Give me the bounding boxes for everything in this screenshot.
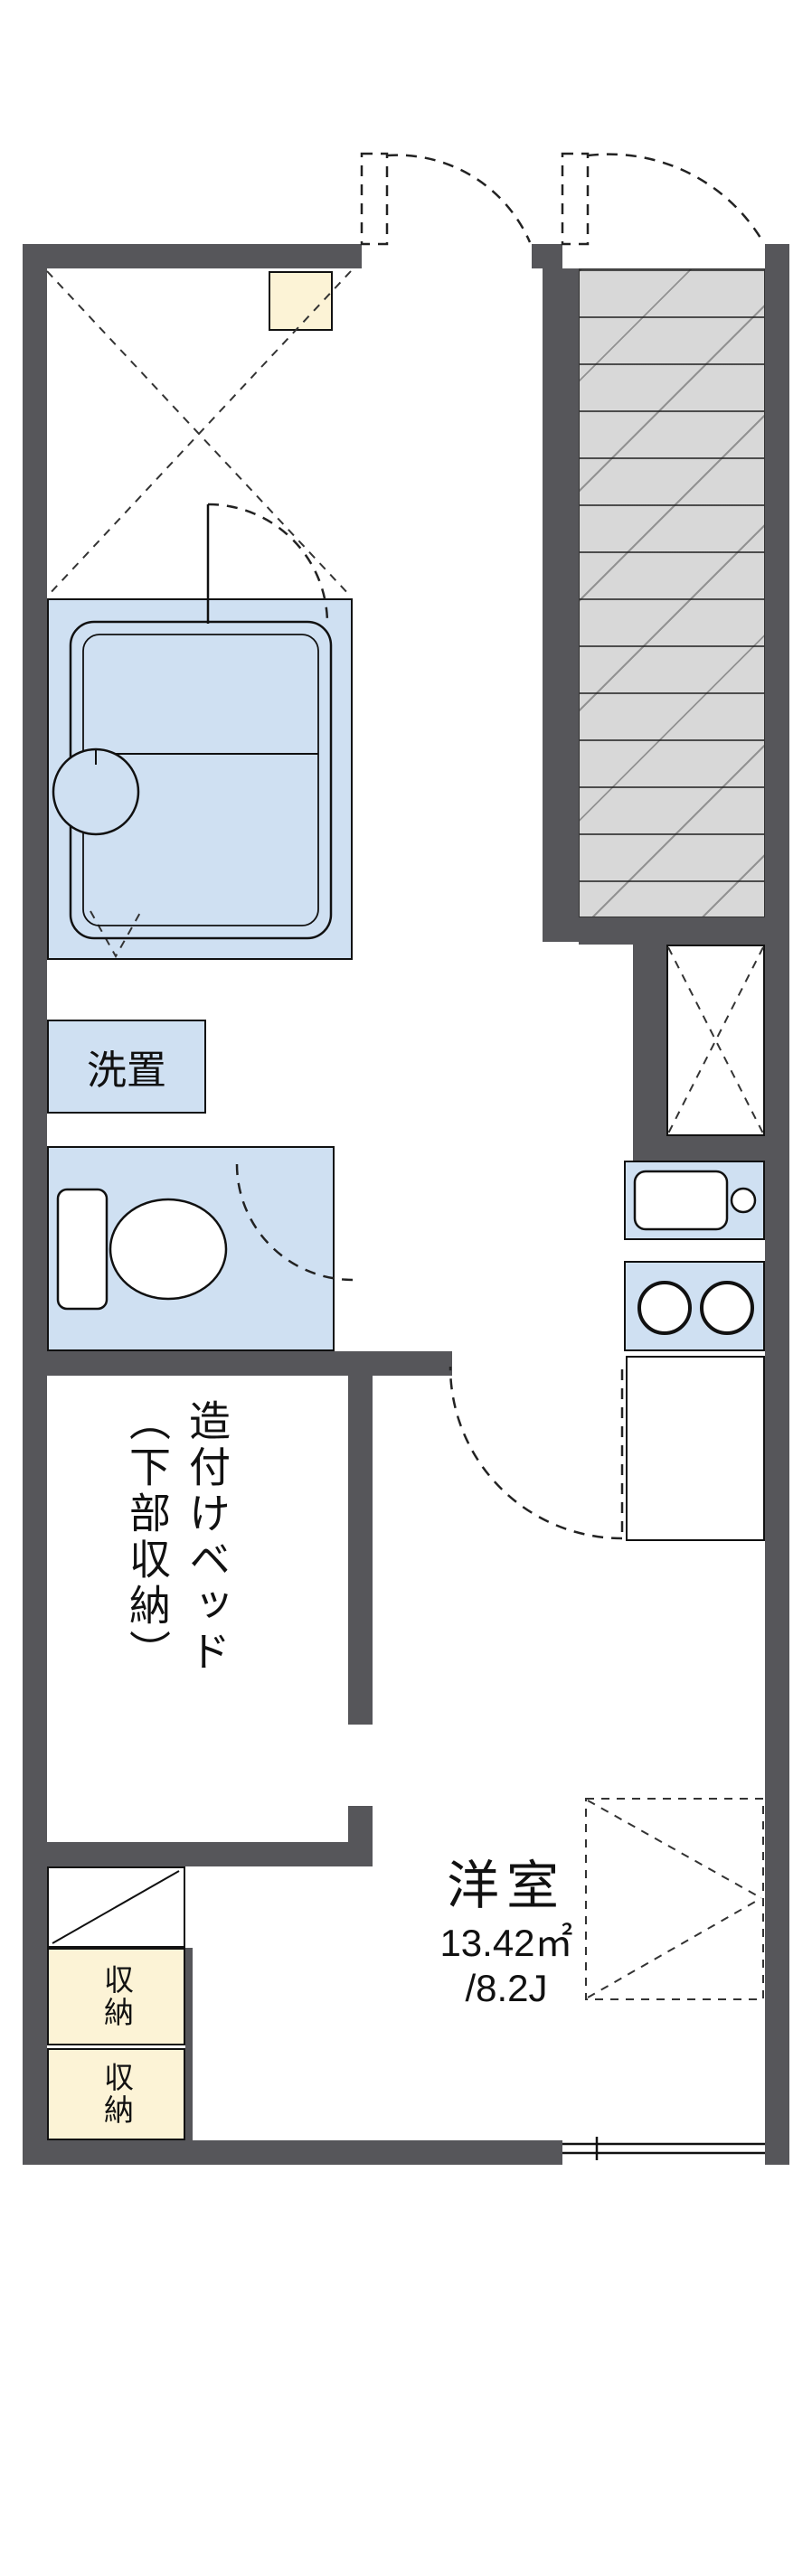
wall-stair-left (543, 268, 579, 942)
kitchen-sink-unit (624, 1161, 765, 1240)
storage-2-label: 収納 (99, 2062, 134, 2127)
wall-kitchen-top (633, 1136, 765, 1161)
wall-closet-right-upper (348, 1376, 373, 1725)
room-name-label: 洋室 (446, 1857, 566, 1915)
bed-closet-label: 造付けベッド （下部収納） (124, 1399, 231, 1676)
toilet-room (47, 1146, 335, 1351)
bathroom-unit (47, 598, 353, 960)
staircase (579, 268, 765, 917)
room-area-m2-label: 13.42㎡ (439, 1921, 573, 1964)
wall-bottom (23, 2140, 562, 2165)
storage-closet-1: 収納 (47, 1948, 185, 2045)
sloped-area-box (47, 1866, 185, 1948)
storage-closet-2: 収納 (47, 2048, 185, 2140)
entrance-door-left-icon (360, 152, 532, 246)
wall-top-left (23, 244, 362, 268)
wall-storage-divider (185, 1948, 193, 2140)
entrance-door-right-icon (561, 152, 765, 246)
wall-under-stairs (579, 917, 765, 945)
wall-left (23, 244, 47, 2165)
kitchen-stove-unit (624, 1261, 765, 1351)
void-over-stairs (666, 945, 765, 1136)
room-area-jo-label: /8.2J (465, 1967, 548, 2009)
wall-right (765, 244, 789, 2165)
wall-void-left (633, 945, 666, 1136)
wall-corridor (23, 1351, 452, 1376)
storage-1-label: 収納 (99, 1964, 134, 2029)
room-door-icon (448, 1366, 624, 1540)
window-icon (562, 2137, 765, 2160)
refrigerator-space (626, 1356, 765, 1541)
wall-top-mid (532, 244, 562, 268)
laundry-space: 洗置 (47, 1020, 206, 1114)
cabinet-box (269, 271, 333, 331)
wall-closet-bottom (23, 1842, 373, 1866)
laundry-label: 洗置 (87, 1048, 166, 1093)
